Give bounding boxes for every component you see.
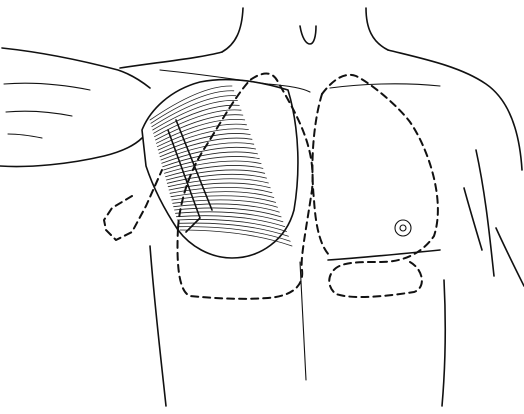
right-shoulder-line (388, 50, 522, 170)
right-arm-edge (496, 228, 524, 286)
muscle-fiber (171, 192, 274, 198)
breast-flap-outline (322, 75, 438, 297)
body-contour (0, 8, 524, 406)
inframammary-line (328, 250, 440, 260)
breast-flap-medial (312, 94, 330, 256)
muscle-fiber (179, 227, 290, 242)
muscle-fiber (156, 115, 243, 140)
neck-left-line (222, 8, 243, 52)
sternal-notch (300, 26, 316, 44)
arm-upper-edge (2, 48, 150, 88)
midline (300, 262, 306, 380)
nipple-icon (395, 220, 411, 236)
muscle-fiber (156, 119, 244, 143)
right-torso-side (442, 280, 445, 406)
arm-crease-2 (6, 111, 72, 116)
left-shoulder-line (120, 52, 222, 68)
muscle-fiber (177, 219, 286, 231)
muscle-fiber (178, 223, 288, 236)
right-armpit-line (476, 150, 494, 276)
arm-lower-edge (0, 138, 142, 167)
incision-line (168, 130, 200, 232)
right-breast-lateral (464, 188, 482, 250)
arm-crease-1 (4, 83, 90, 90)
pectoralis-muscle (142, 80, 298, 258)
right-clavicle-line (330, 84, 440, 88)
axillary-flap-outline (104, 170, 162, 240)
muscle-fiber (155, 110, 242, 137)
neck-right-line (366, 8, 388, 50)
left-torso-side (150, 246, 166, 406)
muscle-fibers (150, 86, 292, 246)
muscle-fiber (173, 200, 278, 207)
arm-crease-3 (8, 134, 42, 138)
